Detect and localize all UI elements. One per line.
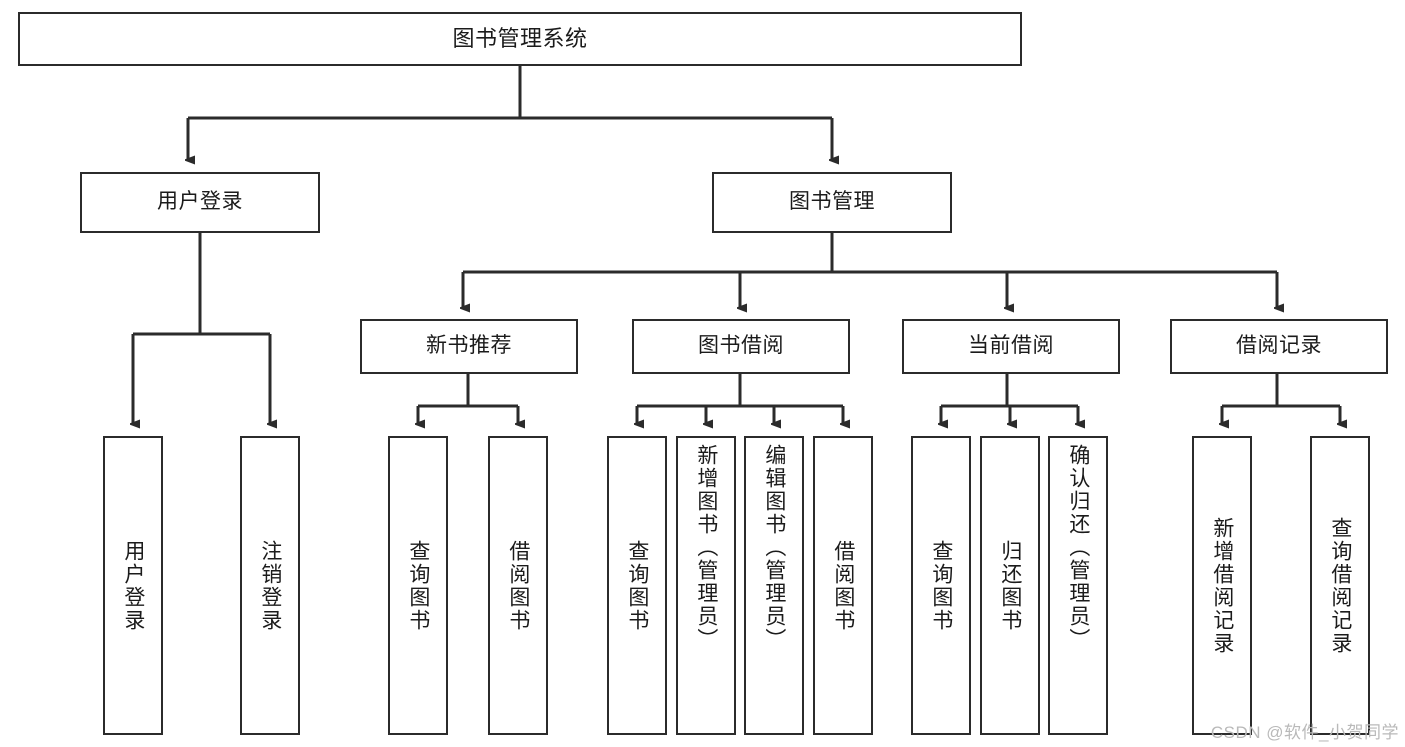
leaf-borrow-record-add-label: 新增借阅记录 [1210, 516, 1234, 655]
node-book-manage-label: 图书管理 [789, 190, 875, 214]
node-user-login[interactable]: 用户登录 [80, 172, 320, 233]
leaf-borrow-record-add[interactable]: 新增借阅记录 [1192, 436, 1252, 735]
node-borrow-record-label: 借阅记录 [1236, 334, 1322, 358]
leaf-new-book-query-label: 查询图书 [406, 539, 430, 632]
leaf-borrow-record-query[interactable]: 查询借阅记录 [1310, 436, 1370, 735]
node-root-label: 图书管理系统 [452, 26, 588, 52]
leaf-book-borrow-borrow[interactable]: 借阅图书 [813, 436, 873, 735]
leaf-book-borrow-edit-label: 编辑图书（管理员） [762, 444, 786, 651]
node-borrow-record[interactable]: 借阅记录 [1170, 319, 1388, 374]
node-new-book-recommend-label: 新书推荐 [426, 334, 512, 358]
leaf-book-borrow-borrow-label: 借阅图书 [831, 539, 855, 632]
leaf-user-login-login[interactable]: 用户登录 [103, 436, 163, 735]
node-current-borrow-label: 当前借阅 [968, 334, 1054, 358]
leaf-new-book-query[interactable]: 查询图书 [388, 436, 448, 735]
node-root[interactable]: 图书管理系统 [18, 12, 1022, 66]
leaf-new-book-borrow[interactable]: 借阅图书 [488, 436, 548, 735]
leaf-current-borrow-query-label: 查询图书 [929, 539, 953, 632]
leaf-current-borrow-return-label: 归还图书 [998, 539, 1022, 632]
leaf-book-borrow-add[interactable]: 新增图书（管理员） [676, 436, 736, 735]
node-user-login-label: 用户登录 [157, 190, 243, 214]
leaf-current-borrow-confirm[interactable]: 确认归还（管理员） [1048, 436, 1108, 735]
leaf-current-borrow-query[interactable]: 查询图书 [911, 436, 971, 735]
node-book-borrow-label: 图书借阅 [698, 334, 784, 358]
leaf-user-login-logout[interactable]: 注销登录 [240, 436, 300, 735]
leaf-borrow-record-query-label: 查询借阅记录 [1328, 516, 1352, 655]
leaf-book-borrow-add-label: 新增图书（管理员） [694, 444, 718, 651]
node-current-borrow[interactable]: 当前借阅 [902, 319, 1120, 374]
leaf-current-borrow-return[interactable]: 归还图书 [980, 436, 1040, 735]
leaf-current-borrow-confirm-label: 确认归还（管理员） [1066, 444, 1090, 651]
node-book-manage[interactable]: 图书管理 [712, 172, 952, 233]
node-new-book-recommend[interactable]: 新书推荐 [360, 319, 578, 374]
leaf-book-borrow-edit[interactable]: 编辑图书（管理员） [744, 436, 804, 735]
watermark: CSDN @软件_小贺同学 [1210, 723, 1399, 742]
leaf-book-borrow-query-label: 查询图书 [625, 539, 649, 632]
node-book-borrow[interactable]: 图书借阅 [632, 319, 850, 374]
leaf-new-book-borrow-label: 借阅图书 [506, 539, 530, 632]
leaf-user-login-logout-label: 注销登录 [258, 539, 282, 632]
leaf-user-login-login-label: 用户登录 [121, 539, 145, 632]
leaf-book-borrow-query[interactable]: 查询图书 [607, 436, 667, 735]
